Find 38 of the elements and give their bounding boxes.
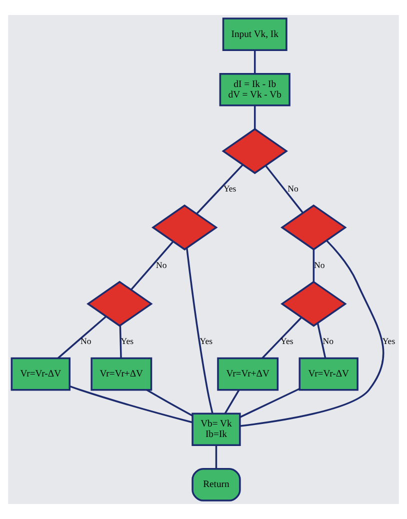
node-diamond xyxy=(280,204,347,250)
edge-label: Yes xyxy=(382,336,396,346)
connector xyxy=(254,106,256,130)
connector xyxy=(316,322,326,358)
connector xyxy=(130,241,174,290)
edge-label: Yes xyxy=(223,183,236,194)
connector xyxy=(58,316,106,359)
node-box: Vr=Vr+ΔV xyxy=(90,357,152,391)
connector xyxy=(240,388,300,418)
connector xyxy=(215,445,218,469)
node-box: Vb= Vk Ib=Ik xyxy=(192,412,241,446)
node-box: Vr=Vr-ΔV xyxy=(10,357,70,391)
node-box: Vr=Vr+ΔV xyxy=(217,357,279,391)
connector xyxy=(254,50,256,74)
node-diamond xyxy=(222,128,288,174)
connector xyxy=(70,385,193,424)
connector xyxy=(196,164,244,214)
node-box: dI = Ik - Ib dV = Vk - Vb xyxy=(219,72,290,106)
connector xyxy=(186,248,214,414)
edge-label: Yes xyxy=(200,336,213,346)
node-diamond xyxy=(86,280,153,327)
node-box: Vr=Vr-ΔV xyxy=(298,357,358,391)
connector xyxy=(224,390,240,414)
connector xyxy=(146,389,193,416)
node-box: Input Vk, Ik xyxy=(222,18,288,51)
connector xyxy=(312,250,315,282)
edge-label: Yes xyxy=(280,336,294,346)
edge-label: No xyxy=(322,336,334,346)
node-diamond xyxy=(280,280,347,327)
edge-label: No xyxy=(156,260,167,270)
node-box: Return xyxy=(192,468,241,502)
connector xyxy=(262,316,302,359)
connector xyxy=(240,240,384,427)
connector xyxy=(264,165,304,214)
connector xyxy=(119,326,122,358)
edge-label: No xyxy=(288,183,298,194)
edge-label: No xyxy=(80,336,92,346)
node-diamond xyxy=(151,204,218,250)
